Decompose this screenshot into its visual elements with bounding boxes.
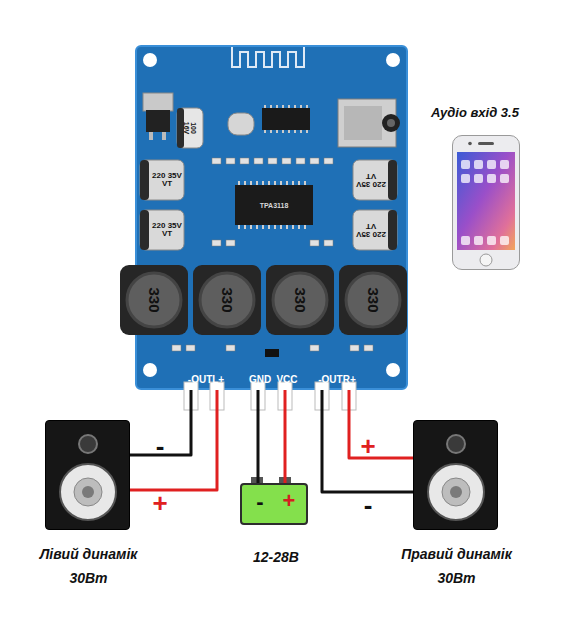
pin-label: VCC [272,374,302,386]
capacitor-value: 220 35V VT [152,222,182,238]
polarity-mark: - [250,489,270,514]
right-speaker: Правий динамік 30Вт [413,420,498,530]
wire [349,390,413,458]
input-label: Аудіо вхід 3.5 [431,106,561,121]
pin-label: -OUTL+ [181,374,231,386]
speaker-label: Лівий динамік 30Вт [31,543,146,591]
amplifier-board: -OUTL+ GNDVCC -OUTR+ [135,45,408,390]
polarity-label: + [360,433,375,459]
polarity-label: + [152,490,167,516]
capacitor-value: 220 35V VT [356,222,386,238]
wire [130,390,217,490]
inductor-value: 330 [147,280,162,320]
capacitor-value: 220 35V VT [152,172,182,188]
polarity-label: - [364,492,373,518]
smartphone: Аудіо вхід 3.5 [452,135,520,270]
inductor-value: 330 [220,280,235,320]
wire [322,390,413,492]
pin-label: GND [245,374,275,386]
inductor-value: 330 [293,280,308,320]
wire [257,390,260,483]
inductor-value: 330 [366,280,381,320]
pin-label: -OUTR+ [312,374,362,386]
capacitor-value: 220 35V VT [356,172,386,188]
capacitor-value: 100 16V [183,117,197,139]
wire [284,390,287,483]
left-speaker: Лівий динамік 30Вт [45,420,130,530]
voltage-label: 12-28В [226,549,326,565]
speaker-label: Правий динамік 30Вт [399,543,514,591]
polarity-mark: + [278,488,300,513]
chip-marking: TPA3118 [244,202,304,209]
polarity-label: - [156,433,165,459]
power-supply: -+12-28В [240,483,308,525]
